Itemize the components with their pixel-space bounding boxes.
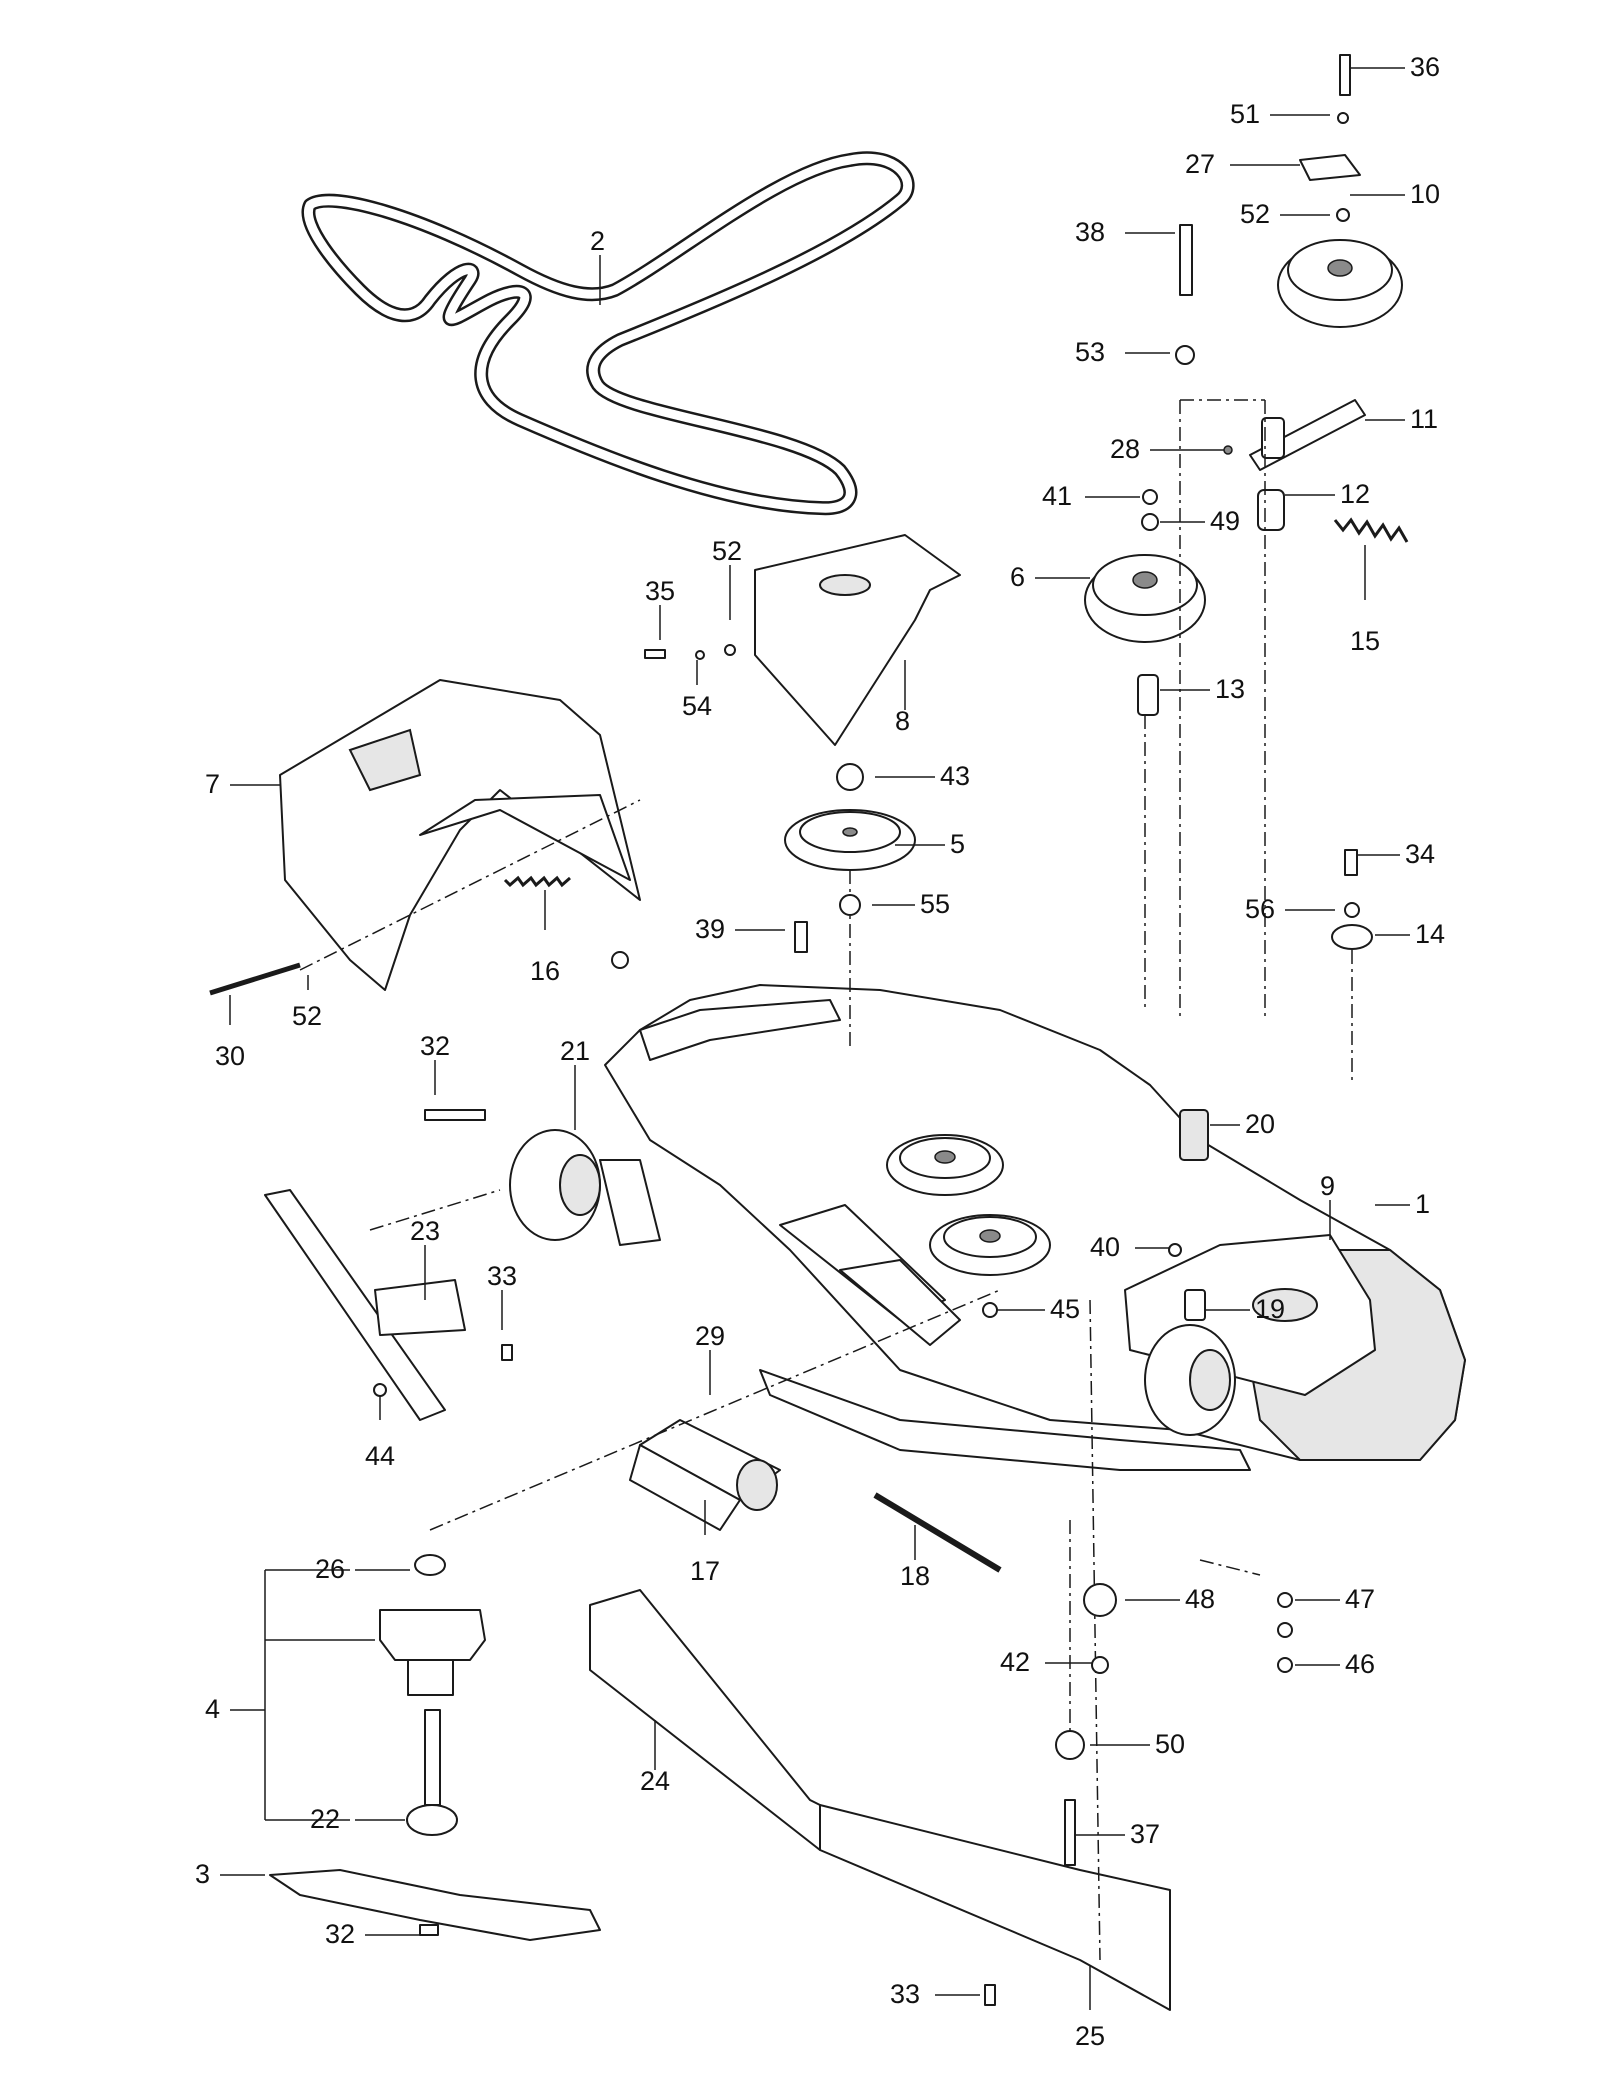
callout-51: 51 bbox=[1230, 99, 1260, 129]
callout-27: 27 bbox=[1185, 149, 1215, 179]
callout-30: 30 bbox=[215, 1041, 245, 1071]
belt-guard-left bbox=[754, 534, 961, 746]
callout-48: 48 bbox=[1185, 1584, 1215, 1614]
front-bracket-25 bbox=[819, 1804, 1171, 2011]
callout-45: 45 bbox=[1050, 1294, 1080, 1324]
callout-36: 36 bbox=[1410, 52, 1440, 82]
callout-1: 1 bbox=[1415, 1189, 1430, 1219]
callout-11: 11 bbox=[1410, 404, 1438, 434]
deck-pulley-center bbox=[929, 1214, 1051, 1276]
callout-33-lower: 33 bbox=[890, 1979, 920, 2009]
front-bracket-24 bbox=[589, 1589, 821, 1851]
callout-15: 15 bbox=[1350, 626, 1380, 656]
callout-23: 23 bbox=[410, 1216, 440, 1246]
callout-14: 14 bbox=[1415, 919, 1445, 949]
callout-17: 17 bbox=[690, 1556, 720, 1586]
callout-16: 16 bbox=[530, 956, 560, 986]
callout-19: 19 bbox=[1255, 1294, 1285, 1324]
callout-41: 41 bbox=[1042, 481, 1072, 511]
callout-33-upper: 33 bbox=[487, 1261, 517, 1291]
callout-38: 38 bbox=[1075, 217, 1105, 247]
callout-7: 7 bbox=[205, 769, 220, 799]
roller-axle bbox=[873, 1492, 1002, 1573]
idler-arm bbox=[1249, 399, 1366, 471]
callout-39: 39 bbox=[695, 914, 725, 944]
callout-4: 4 bbox=[205, 1694, 220, 1724]
discharge-chute bbox=[279, 679, 641, 991]
callout-28: 28 bbox=[1110, 434, 1140, 464]
chute-rod bbox=[209, 962, 301, 996]
callout-52-guard: 52 bbox=[712, 536, 742, 566]
callout-3: 3 bbox=[195, 1859, 210, 1889]
idler-pulley-6 bbox=[1084, 554, 1206, 643]
callout-50: 50 bbox=[1155, 1729, 1185, 1759]
callout-55: 55 bbox=[920, 889, 950, 919]
callout-40: 40 bbox=[1090, 1232, 1120, 1262]
callout-10: 10 bbox=[1410, 179, 1440, 209]
spring-adjuster bbox=[1179, 1109, 1209, 1161]
callout-26: 26 bbox=[315, 1554, 345, 1584]
callout-24: 24 bbox=[640, 1766, 670, 1796]
deck-pulley-left bbox=[886, 1134, 1004, 1196]
spindle-shaft bbox=[406, 1709, 458, 1836]
callout-35: 35 bbox=[645, 576, 675, 606]
bumper-14 bbox=[1331, 924, 1373, 950]
callout-20: 20 bbox=[1245, 1109, 1275, 1139]
callout-37: 37 bbox=[1130, 1819, 1160, 1849]
callout-32-upper: 32 bbox=[420, 1031, 450, 1061]
assembly-lines bbox=[299, 399, 1353, 1961]
drive-belt bbox=[301, 151, 915, 516]
callout-52-chute: 52 bbox=[292, 1001, 322, 1031]
callout-46: 46 bbox=[1345, 1649, 1375, 1679]
callout-53: 53 bbox=[1075, 337, 1105, 367]
callouts: 1 2 3 4 5 6 7 8 9 10 11 12 13 14 15 bbox=[195, 52, 1445, 2051]
callout-8: 8 bbox=[895, 706, 910, 736]
callout-42: 42 bbox=[1000, 1647, 1030, 1677]
callout-25: 25 bbox=[1075, 2021, 1105, 2051]
callout-5: 5 bbox=[950, 829, 965, 859]
idler-pulley-top bbox=[1277, 239, 1403, 328]
callout-21: 21 bbox=[560, 1036, 590, 1066]
spindle-housing bbox=[379, 1554, 486, 1696]
callout-56: 56 bbox=[1245, 894, 1275, 924]
callout-47: 47 bbox=[1345, 1584, 1375, 1614]
callout-2: 2 bbox=[590, 226, 605, 256]
tension-stud bbox=[1184, 1289, 1206, 1321]
chute-spring bbox=[503, 875, 571, 888]
anti-scalp-wheel-left bbox=[509, 1129, 661, 1246]
spacer-13 bbox=[1137, 674, 1159, 716]
callout-54: 54 bbox=[682, 691, 712, 721]
mower-blade bbox=[269, 1869, 601, 1941]
anti-scalp-wheel-right bbox=[1144, 1324, 1236, 1436]
callout-52-idler: 52 bbox=[1240, 199, 1270, 229]
bushing-12 bbox=[1257, 489, 1285, 531]
tension-spring bbox=[1333, 517, 1409, 543]
callout-6: 6 bbox=[1010, 562, 1025, 592]
drive-pulley bbox=[784, 809, 916, 871]
callout-43: 43 bbox=[940, 761, 970, 791]
callout-49: 49 bbox=[1210, 506, 1240, 536]
callout-13: 13 bbox=[1215, 674, 1245, 704]
callout-9: 9 bbox=[1320, 1171, 1335, 1201]
callout-18: 18 bbox=[900, 1561, 930, 1591]
callout-32-lower: 32 bbox=[325, 1919, 355, 1949]
idler-bracket bbox=[1299, 154, 1361, 181]
hardware-markers bbox=[373, 54, 1360, 2006]
baffle-left bbox=[264, 1189, 466, 1421]
deck-roller bbox=[629, 1419, 781, 1531]
callout-34: 34 bbox=[1405, 839, 1435, 869]
callout-22: 22 bbox=[310, 1804, 340, 1834]
callout-12: 12 bbox=[1340, 479, 1370, 509]
callout-44: 44 bbox=[365, 1441, 395, 1471]
deck-bracket-front bbox=[779, 1204, 961, 1346]
callout-29: 29 bbox=[695, 1321, 725, 1351]
